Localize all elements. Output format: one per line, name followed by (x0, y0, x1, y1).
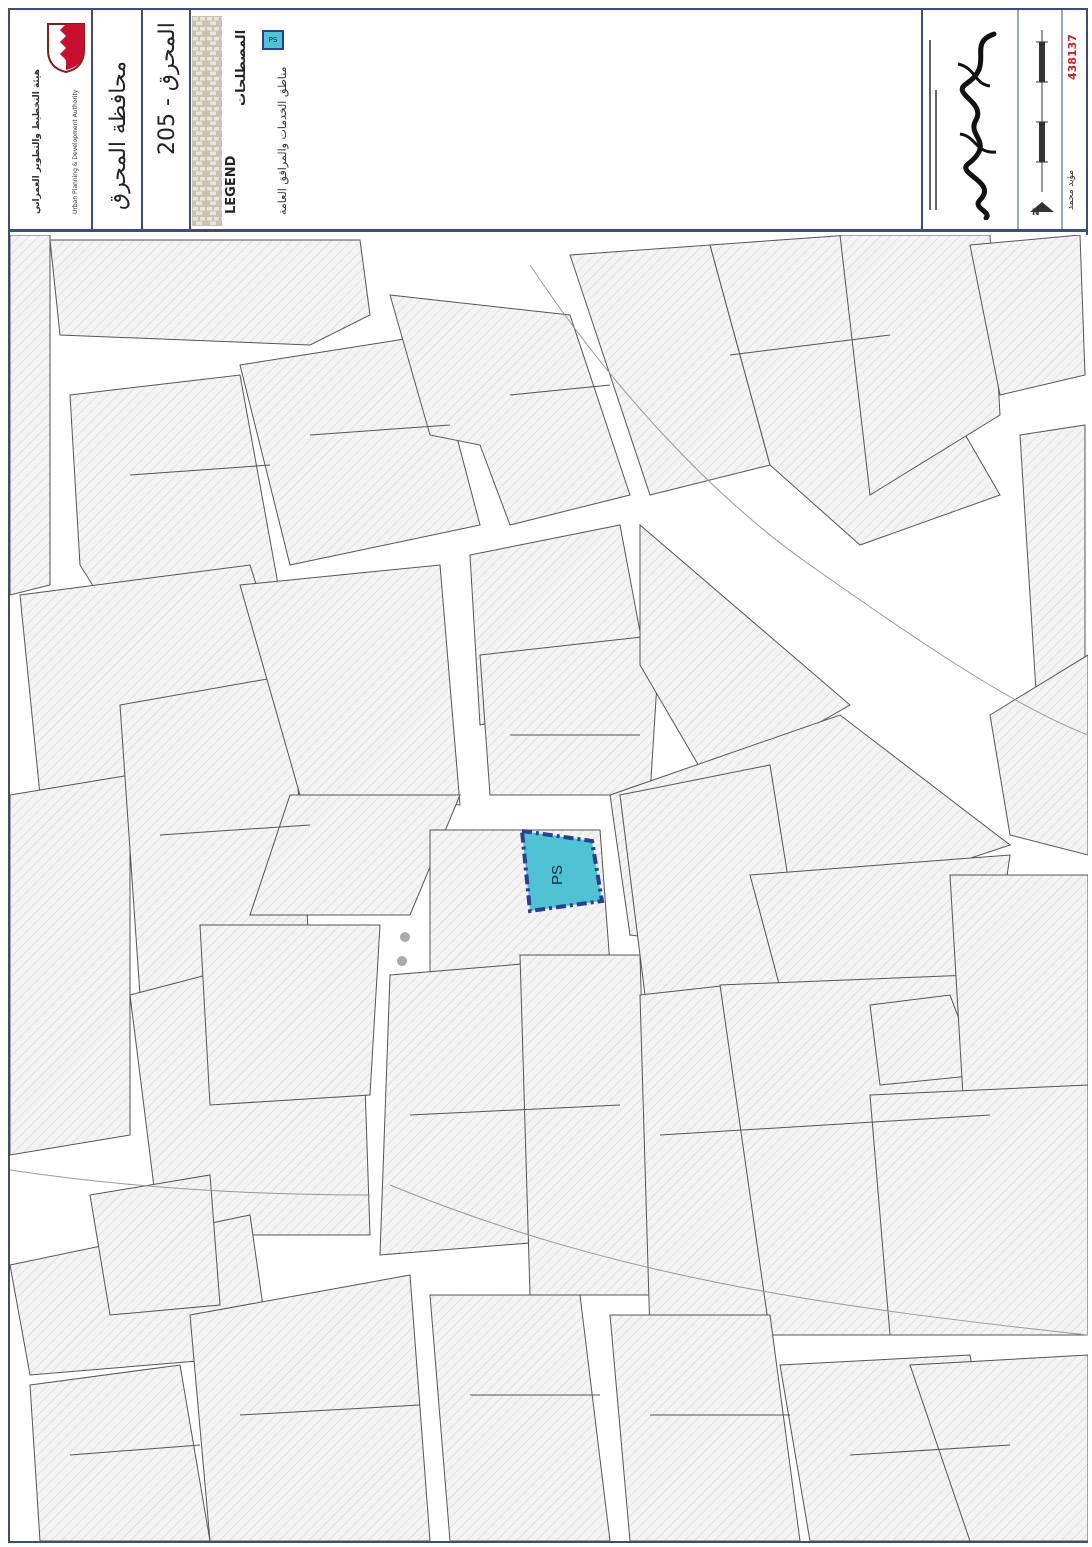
north-label: N (1032, 208, 1040, 218)
governorate-title: محافظة المحرق (106, 61, 131, 210)
public-services-parcel[interactable] (519, 828, 605, 914)
map-marker-dot (400, 932, 410, 942)
legend-item-label: مناطق الخدمات والمرافق العامة (276, 66, 289, 215)
cadastral-map-svg: PS (9, 234, 1089, 1542)
legend-title-ar: المصطلحات (234, 29, 249, 106)
prepared-by: مؤيد محمد (1066, 169, 1076, 210)
legend-title-en: LEGEND (224, 155, 239, 214)
facility-label: PS (549, 865, 566, 885)
title-block: هيئة التخطيط والتطوير العمراني Urban Pla… (10, 10, 1086, 232)
map-marker-dot (397, 956, 407, 966)
authority-name-ar: هيئة التخطيط والتطوير العمراني (32, 68, 42, 214)
north-arrow-icon (1030, 202, 1054, 212)
title-block-grid (91, 10, 1063, 232)
map-number: 438137 (1066, 34, 1079, 80)
approval-text-lines (929, 40, 937, 210)
scale-bar (1030, 30, 1054, 212)
authority-name-en: Urban Planning & Development Authority (72, 89, 79, 214)
legend-swatch-code: PS (268, 36, 278, 44)
block-title: المحرق - 205 (155, 22, 180, 155)
bahrain-emblem-icon (47, 23, 85, 74)
legend-swatch: PS (262, 30, 284, 50)
signature-image (957, 31, 997, 220)
decorative-pattern-strip (192, 16, 222, 226)
cadastral-map[interactable]: PS (9, 234, 1089, 1542)
